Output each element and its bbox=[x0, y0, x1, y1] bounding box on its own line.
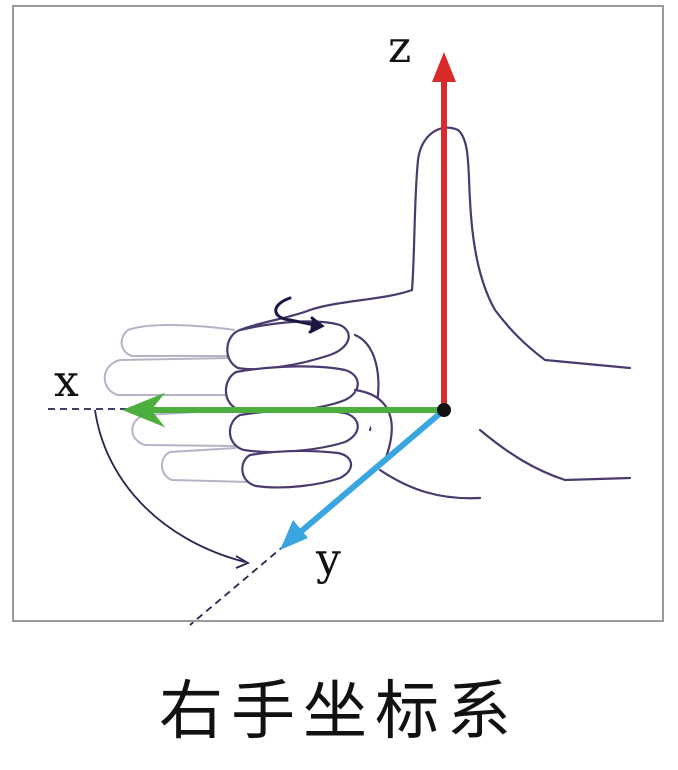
right-hand-diagram bbox=[48, 52, 632, 626]
z-axis-arrow bbox=[432, 52, 456, 410]
x-axis-arrow bbox=[122, 392, 444, 428]
rotation-sweep-arc bbox=[94, 409, 246, 563]
figure-frame bbox=[12, 5, 664, 622]
sweep-arrowhead bbox=[235, 555, 251, 569]
diagram-caption: 右手坐标系 bbox=[159, 675, 519, 749]
x-axis-label: x bbox=[54, 356, 79, 407]
z-axis-label: z bbox=[388, 22, 412, 73]
y-axis-label: y bbox=[316, 534, 341, 585]
rotation-arrow-icon bbox=[274, 296, 325, 334]
hand-outline bbox=[224, 126, 632, 500]
origin-point bbox=[437, 403, 451, 417]
y-axis-dashed-extension bbox=[189, 544, 286, 626]
y-axis-arrow bbox=[280, 407, 446, 550]
